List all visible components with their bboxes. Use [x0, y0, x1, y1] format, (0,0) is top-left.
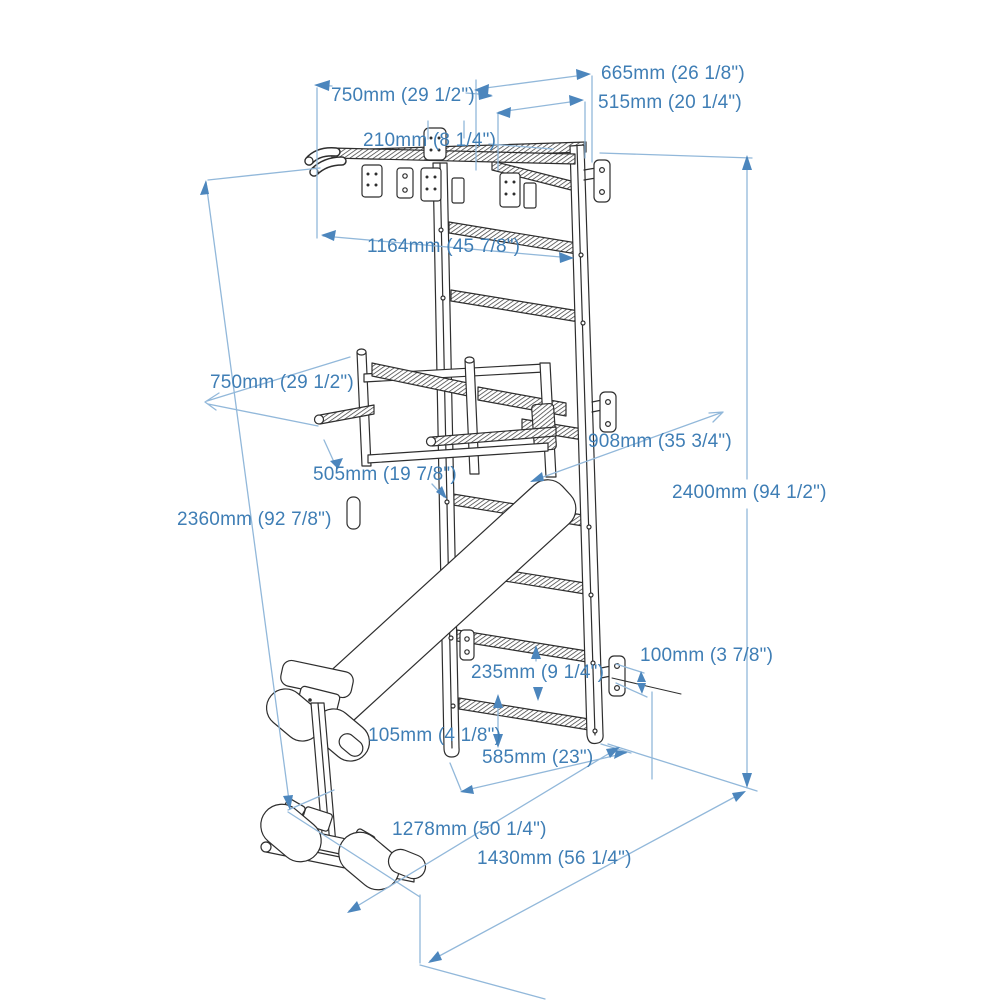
dim-label-2400: 2400mm (94 1/2") [672, 482, 827, 503]
dim-label-505: 505mm (19 7/8") [313, 464, 457, 485]
pullup-bar [304, 127, 576, 209]
dim-label-1164: 1164mm (45 7/8") [367, 236, 521, 257]
dim-label-210: 210mm (8 1/4") [363, 130, 497, 151]
wall-bars [260, 127, 682, 891]
dim-label-235: 235mm (9 1/4") [471, 662, 605, 683]
dim-label-585: 585mm (23") [482, 747, 594, 768]
dim-label-105: 105mm (4 1/8") [368, 725, 502, 746]
dim-label-top-depth: 750mm (29 1/2") [331, 85, 475, 106]
dimension-arrows [200, 69, 752, 963]
bench-base [260, 659, 427, 891]
dim-label-dip-depth: 750mm (29 1/2") [210, 372, 354, 393]
dim-label-2360: 2360mm (92 7/8") [177, 509, 332, 530]
dim-label-100: 100mm (3 7/8") [640, 645, 774, 666]
dim-label-1278: 1278mm (50 1/4") [392, 819, 547, 840]
dim-label-515: 515mm (20 1/4") [598, 92, 742, 113]
dip-station [313, 348, 567, 530]
dim-label-1430: 1430mm (56 1/4") [477, 848, 632, 869]
wall-brackets [396, 159, 682, 697]
dim-label-908: 908mm (35 3/4") [588, 431, 732, 452]
dim-label-665: 665mm (26 1/8") [601, 63, 745, 84]
dimension-lines [204, 74, 758, 1000]
